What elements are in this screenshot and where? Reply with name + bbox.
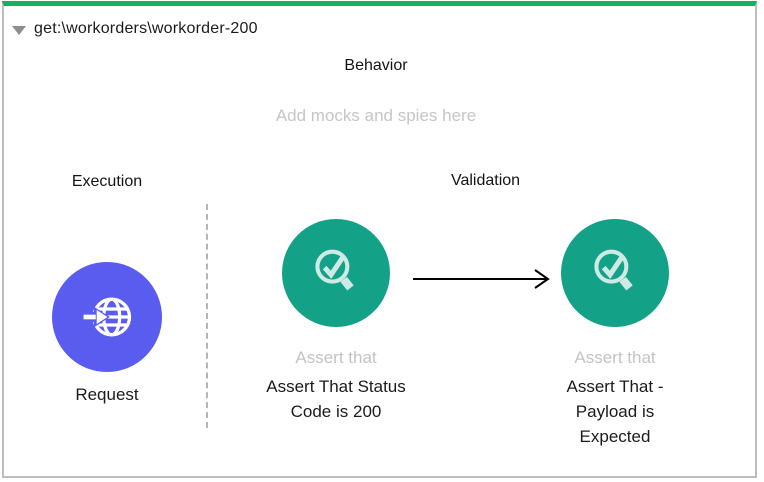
- assert-type-label: Assert that: [574, 348, 656, 367]
- connector-arrow: [413, 269, 550, 289]
- flow-header: get:\workorders\workorder-200: [12, 20, 258, 38]
- magnifier-check-icon: [594, 249, 633, 291]
- disclosure-triangle-icon[interactable]: [12, 26, 26, 35]
- execution-section-label: Execution: [71, 173, 143, 190]
- behavior-section-label: Behavior: [344, 57, 408, 74]
- magnifier-check-icon: [315, 249, 354, 291]
- request-node[interactable]: Request: [27, 262, 187, 405]
- flow-title: get:\workorders\workorder-200: [34, 20, 258, 37]
- globe-arrow-icon: [80, 297, 132, 337]
- assert-status-circle[interactable]: [282, 219, 390, 327]
- assert-payload-node[interactable]: Assert that Assert That - Payload is Exp…: [540, 219, 690, 449]
- request-node-circle[interactable]: [52, 262, 162, 372]
- assert-status-node[interactable]: Assert that Assert That Status Code is 2…: [246, 219, 426, 424]
- mocks-placeholder-text: Add mocks and spies here: [275, 106, 477, 125]
- assert-type-label: Assert that: [295, 348, 377, 367]
- assert-status-label: Assert That Status Code is 200: [266, 377, 406, 421]
- validation-section-label: Validation: [450, 172, 521, 189]
- execution-validation-divider: [206, 204, 208, 428]
- assert-payload-label: Assert That - Payload is Expected: [566, 377, 664, 446]
- request-node-label: Request: [75, 385, 139, 404]
- assert-payload-circle[interactable]: [561, 219, 669, 327]
